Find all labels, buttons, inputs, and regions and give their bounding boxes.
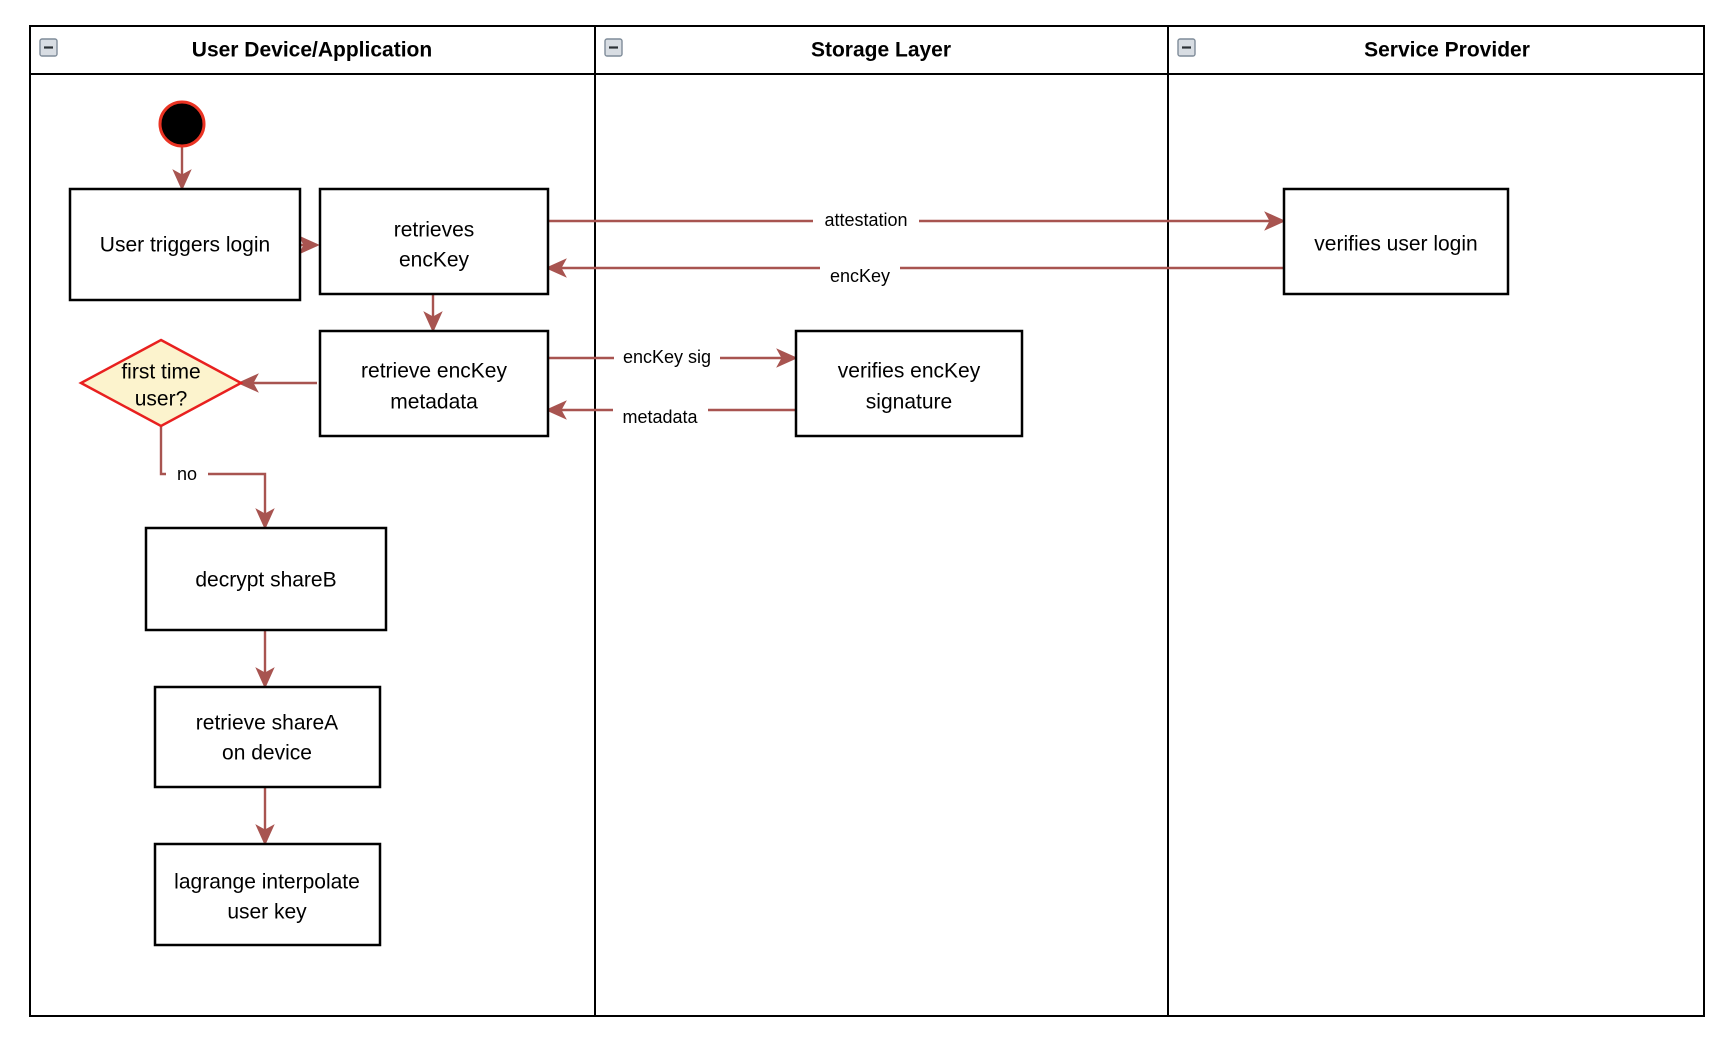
swimlane-storage-layer[interactable]: Storage Layer [594,25,1169,1017]
edge-attestation-label-bg [813,209,919,233]
decision-diamond [78,338,244,428]
edge-enckey-return-label: encKey [830,266,890,286]
node-label-line-2: signature [866,391,952,414]
node-label-line-2: on device [222,742,312,765]
collapse-minus-icon[interactable] [1177,38,1196,57]
lane-header-service-provider [1167,25,1705,75]
collapse-minus-icon[interactable] [39,38,58,57]
node-box [318,187,550,296]
edge-enckey-sig-label: encKey sig [623,347,711,367]
node-retrieve-sharea-on-device[interactable]: retrieve shareA on device [153,685,382,789]
swimlane-container: User Device/Application Storage Layer [29,25,1705,1017]
node-start[interactable] [158,100,206,148]
lane-header-user-device [29,25,596,75]
node-label-line-1: first time [121,361,200,384]
node-box [318,329,550,438]
node-label-line-1: verifies user login [1314,233,1477,256]
node-first-time-user-decision[interactable]: first time user? [78,338,244,428]
node-verifies-user-login[interactable]: verifies user login [1282,187,1510,296]
edge-enckey-return-label-bg [820,263,900,287]
edges-container: attestation encKey encKey sig metadata n… [159,143,1286,846]
node-label-line-1: verifies encKey [838,360,981,383]
node-box [144,526,388,632]
node-label-line-1: retrieve encKey [361,360,507,383]
node-lagrange-interpolate-user-key[interactable]: lagrange interpolate user key [153,842,382,947]
node-box [153,685,382,789]
edge-metadata-return-label-bg [613,405,708,429]
lane-body-service-provider [1167,25,1705,1017]
node-decrypt-shareb[interactable]: decrypt shareB [144,526,388,632]
collapse-minus-icon[interactable] [604,38,623,57]
lane-body-storage-layer [594,25,1169,1017]
edge-enckey-sig-label-bg [614,346,720,370]
node-label-line-2: user? [135,388,188,411]
lane-header-storage-layer [594,25,1169,75]
edge-metadata-return-label: metadata [622,407,698,427]
lane-title-user-device: User Device/Application [192,39,432,62]
swimlane-user-device[interactable]: User Device/Application [29,25,596,1017]
nodes-container: User triggers login retrieves encKey ret… [68,100,1510,947]
node-label-line-2: user key [227,901,307,924]
node-box [68,187,302,302]
start-node-icon [158,100,206,148]
node-verifies-enckey-signature[interactable]: verifies encKey signature [794,329,1024,438]
node-label-line-1: User triggers login [100,234,270,257]
node-box [153,842,382,947]
node-retrieve-enckey-metadata[interactable]: retrieve encKey metadata [318,329,550,438]
node-retrieves-enckey[interactable]: retrieves encKey [318,187,550,296]
lane-title-storage-layer: Storage Layer [811,39,951,62]
node-label-line-2: metadata [390,391,478,414]
edge-attestation-label: attestation [824,210,907,230]
node-label-line-2: encKey [399,249,470,272]
node-label-line-1: retrieve shareA [196,712,338,735]
edge-decision-no-label: no [177,464,197,484]
edge-decision-no-line [159,419,275,530]
node-label-line-1: decrypt shareB [195,569,336,592]
node-box [794,329,1024,438]
swimlane-service-provider[interactable]: Service Provider [1167,25,1705,1017]
lane-title-service-provider: Service Provider [1364,39,1530,62]
node-box [1282,187,1510,296]
node-label-line-1: retrieves [394,219,475,242]
edge-decision-no-label-bg [166,463,208,485]
node-label-line-1: lagrange interpolate [174,871,360,894]
node-user-triggers-login[interactable]: User triggers login [68,187,302,302]
